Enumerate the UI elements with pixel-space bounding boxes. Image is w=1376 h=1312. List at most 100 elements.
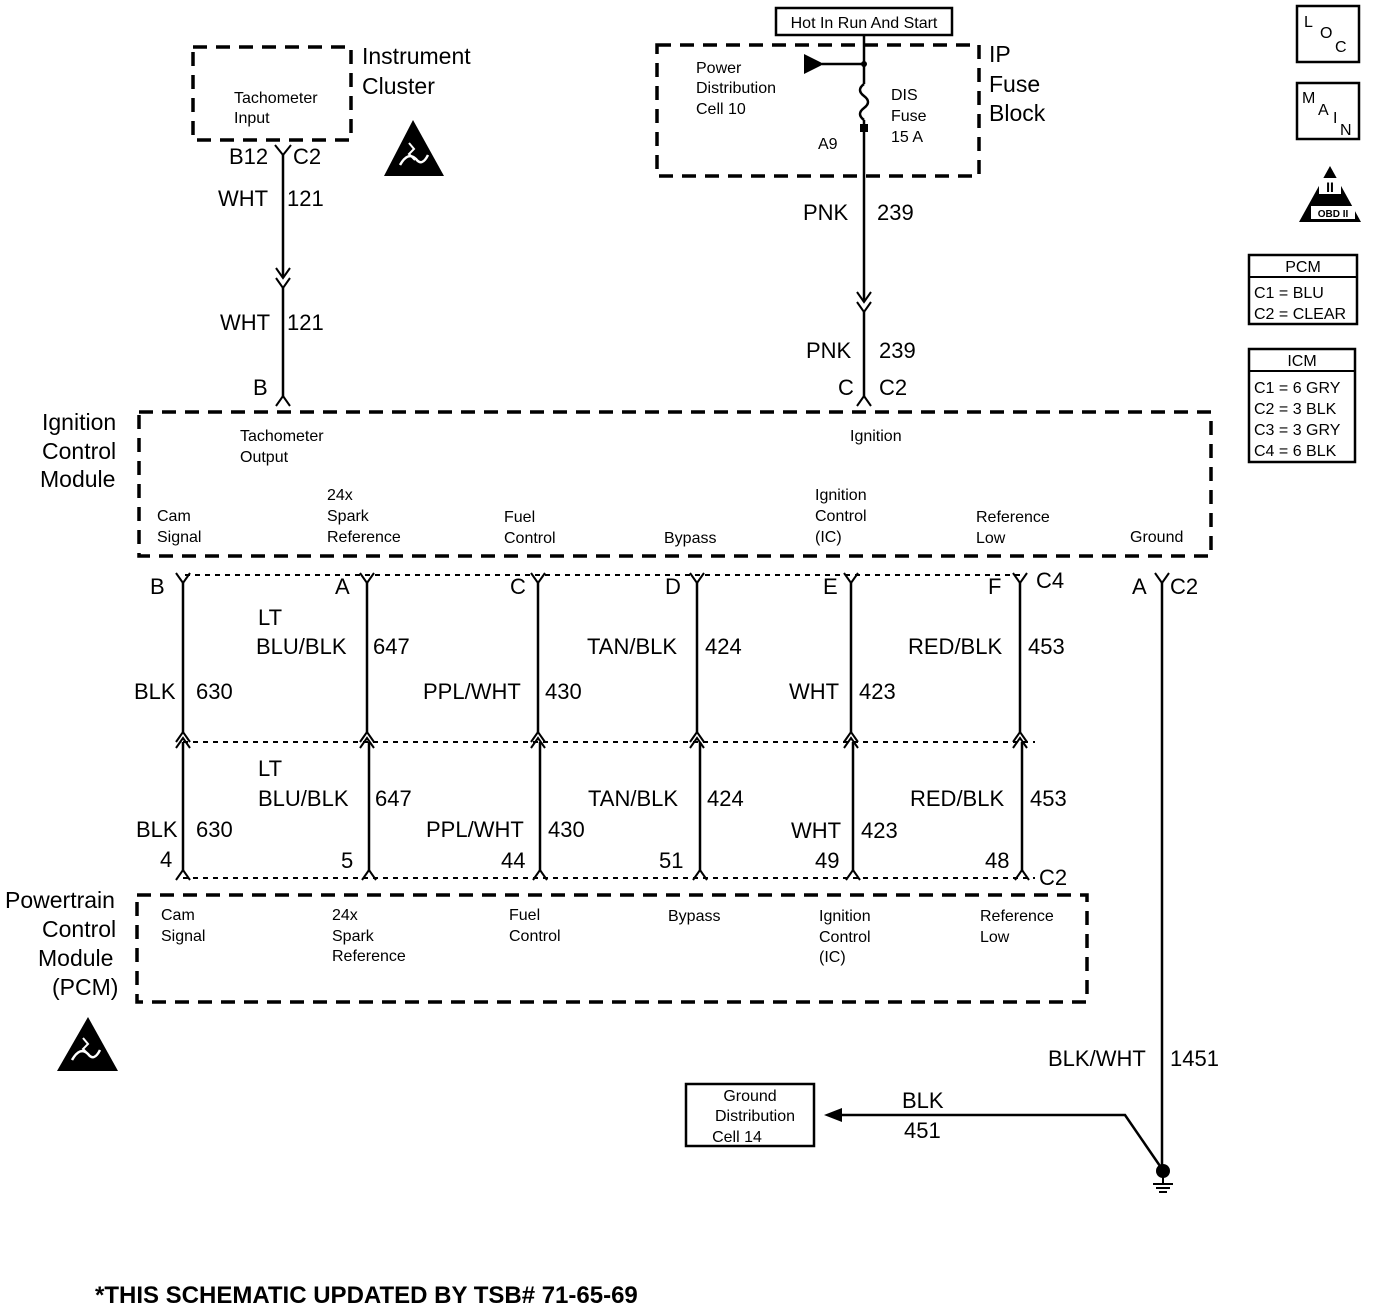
icm-ic-2: Control [815, 508, 867, 525]
gnd-dist-circuit: 451 [904, 1118, 941, 1143]
icm-ground: Ground [1130, 529, 1183, 546]
power-wire: PNK 239 PNK 239 C C2 [803, 176, 916, 407]
icm-ign-conn: C2 [879, 375, 907, 400]
tach-input-2: Input [234, 110, 270, 127]
icm-pin-letters: B A C D E F C4 [150, 568, 1064, 599]
icm-connector-legend: ICM C1 = 6 GRY C2 = 3 BLK C3 = 3 GRY C4 … [1247, 347, 1357, 464]
pcm-cam-2: Signal [161, 928, 205, 945]
fuel-circuit-lower: 430 [548, 817, 585, 842]
power-color-lower: PNK [806, 338, 852, 363]
fuse-name-1: DIS [891, 87, 918, 104]
lower-wire-labels: BLK 630 LT BLU/BLK 647 PPL/WHT 430 TAN/B… [136, 756, 1067, 843]
main-icon: M A I N [1295, 81, 1361, 141]
icm-pin-d: D [665, 574, 681, 599]
obd-roman: II [1326, 179, 1334, 195]
icm-ref-2: Low [976, 530, 1006, 547]
pcm-ref-2: Low [980, 929, 1010, 946]
pcm-pin-51: 51 [659, 848, 683, 873]
pcm-name-4: (PCM) [52, 974, 118, 1000]
icm-pin-a: A [335, 574, 350, 599]
spark-circuit-lower: 647 [375, 786, 412, 811]
icm-legend-row-1: C1 = 6 GRY [1254, 380, 1341, 397]
esd-warning-icon [384, 120, 444, 176]
tach-circuit-upper: 121 [287, 186, 324, 211]
loc-c: C [1335, 39, 1347, 56]
tach-wire: B12 C2 WHT 121 WHT 121 B [218, 144, 324, 407]
pcm-pin-49: 49 [815, 848, 839, 873]
ground-wire: A C2 BLK/WHT 1451 Ground Distribution Ce… [684, 572, 1219, 1193]
pcm-name-2: Control [42, 916, 116, 942]
loc-l: L [1304, 14, 1313, 31]
power-circuit-upper: 239 [877, 200, 914, 225]
icm-ground-pin: A [1132, 574, 1147, 599]
pcm-pin-44: 44 [501, 848, 525, 873]
spark-color-upper: BLU/BLK [256, 634, 347, 659]
fuse-block-name-1: IP [989, 41, 1011, 67]
icm-spark-2: Spark [327, 508, 370, 525]
loc-o: O [1320, 25, 1332, 42]
icm-legend-row-2: C2 = 3 BLK [1254, 401, 1337, 418]
icm-cam-2: Signal [157, 529, 201, 546]
tach-color-upper: WHT [218, 186, 268, 211]
ignition-control-module: Ignition Control Module Tachometer Outpu… [40, 409, 1213, 558]
fuse-icon [858, 83, 870, 121]
pcm-ic-3: (IC) [819, 949, 846, 966]
icm-name-3: Module [40, 466, 115, 492]
pcm-spark-3: Reference [332, 948, 406, 965]
ref-color-lower: RED/BLK [910, 786, 1004, 811]
pcm-spark-1: 24x [332, 907, 358, 924]
ground-color: BLK/WHT [1048, 1046, 1146, 1071]
pcm-fuel-1: Fuel [509, 907, 540, 924]
icm-ign-pin: C [838, 375, 854, 400]
cluster-pin: B12 [229, 144, 268, 169]
icm-ground-conn: C2 [1170, 574, 1198, 599]
icm-ic-3: (IC) [815, 529, 842, 546]
pcm-ic-2: Control [819, 929, 871, 946]
icm-spark-3: Reference [327, 529, 401, 546]
loc-icon: L O C [1295, 4, 1361, 64]
ic-circuit-lower: 423 [861, 818, 898, 843]
cluster-name-1: Instrument [362, 43, 471, 69]
pcm-name-3: Module [38, 945, 113, 971]
fuel-color-lower: PPL/WHT [426, 817, 524, 842]
cam-color-upper: BLK [134, 679, 176, 704]
bypass-circuit-upper: 424 [705, 634, 742, 659]
icm-spark-1: 24x [327, 487, 353, 504]
icm-ref-1: Reference [976, 509, 1050, 526]
fuel-circuit-upper: 430 [545, 679, 582, 704]
fuel-color-upper: PPL/WHT [423, 679, 521, 704]
spark-lt-upper: LT [258, 605, 282, 630]
footer-note: *THIS SCHEMATIC UPDATED BY TSB# 71-65-69 [95, 1282, 638, 1309]
main-n: N [1340, 122, 1352, 139]
main-i: I [1333, 110, 1337, 127]
main-a: A [1318, 102, 1329, 119]
icm-name-1: Ignition [42, 409, 116, 435]
icm-ic-1: Ignition [815, 487, 867, 504]
obd-ii-icon: II OBD II [1299, 166, 1361, 222]
icm-cam-1: Cam [157, 508, 191, 525]
icm-pin-c: C [510, 574, 526, 599]
signal-wires [175, 572, 1030, 881]
power-color-upper: PNK [803, 200, 849, 225]
icm-fuel-2: Control [504, 530, 556, 547]
icm-pin-b: B [150, 574, 165, 599]
icm-legend-row-3: C3 = 3 GRY [1254, 422, 1341, 439]
pcm-conn-label: C2 [1039, 865, 1067, 890]
main-m: M [1302, 90, 1315, 107]
cam-circuit-lower: 630 [196, 817, 233, 842]
gnd-dist-color: BLK [902, 1088, 944, 1113]
pcm-legend-row-1: C1 = BLU [1254, 285, 1324, 302]
instrument-cluster: Instrument Cluster Tachometer Input [191, 43, 471, 142]
bypass-color-lower: TAN/BLK [588, 786, 678, 811]
pcm-pin-48: 48 [985, 848, 1009, 873]
tach-color-lower: WHT [220, 310, 270, 335]
pcm-connector-legend: PCM C1 = BLU C2 = CLEAR [1247, 253, 1359, 326]
icm-fuel-1: Fuel [504, 509, 535, 526]
ip-fuse-block: Hot In Run And Start IP Fuse Block Power… [655, 6, 1046, 178]
gnd-dist-2: Distribution [715, 1108, 795, 1125]
ref-circuit-upper: 453 [1028, 634, 1065, 659]
pcm-legend-title: PCM [1285, 259, 1321, 276]
obd-text: OBD II [1318, 209, 1349, 220]
cam-circuit-upper: 630 [196, 679, 233, 704]
